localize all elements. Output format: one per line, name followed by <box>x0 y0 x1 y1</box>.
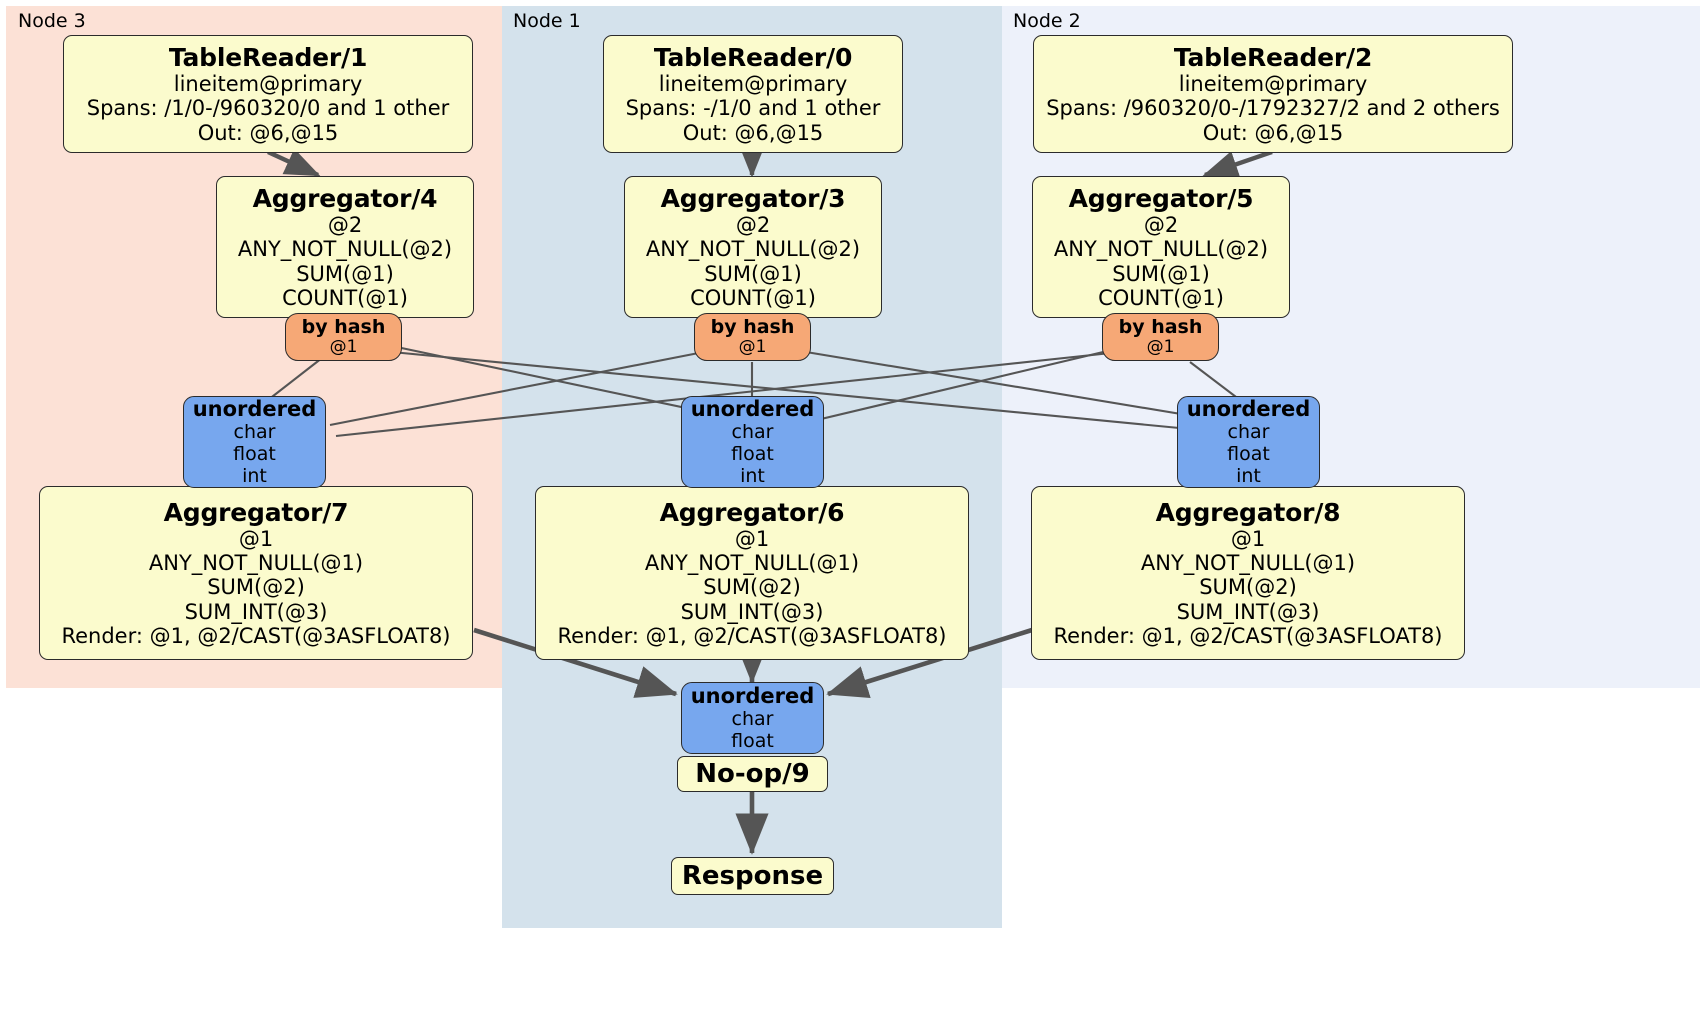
node-line: @1 <box>734 526 770 551</box>
node-title: unordered <box>1186 396 1311 421</box>
node-line: Render: @1, @2/CAST(@3ASFLOAT8) <box>1053 624 1443 649</box>
node-line: lineitem@primary <box>1178 71 1368 96</box>
node-line: float <box>731 443 774 466</box>
node-line: @1 <box>1146 337 1175 358</box>
processor-aggregator-3[interactable]: Aggregator/3 @2 ANY_NOT_NULL(@2) SUM(@1)… <box>624 176 882 318</box>
node-title: Aggregator/8 <box>1155 497 1341 527</box>
processor-table-reader-0[interactable]: TableReader/0 lineitem@primary Spans: -/… <box>603 35 903 153</box>
node-line: @1 <box>1230 526 1266 551</box>
node-line: SUM_INT(@3) <box>680 599 824 624</box>
router-by-hash-3[interactable]: by hash @1 <box>694 313 811 361</box>
stream-unordered-7[interactable]: unordered char float int <box>183 396 326 488</box>
node-line: char <box>731 708 774 731</box>
node-line: Out: @6,@15 <box>1202 120 1344 145</box>
stream-unordered-final[interactable]: unordered char float <box>681 682 824 754</box>
processor-response[interactable]: Response <box>671 857 834 895</box>
node-panel-label-node2: Node 2 <box>1013 10 1081 32</box>
node-title: Aggregator/4 <box>252 183 438 213</box>
node-line: @1 <box>238 526 274 551</box>
router-by-hash-4[interactable]: by hash @1 <box>285 313 402 361</box>
node-line: SUM(@1) <box>296 261 394 286</box>
node-line: ANY_NOT_NULL(@2) <box>237 237 453 262</box>
node-line: @2 <box>735 212 771 237</box>
processor-no-op-9[interactable]: No-op/9 <box>677 756 828 792</box>
processor-aggregator-7[interactable]: Aggregator/7 @1 ANY_NOT_NULL(@1) SUM(@2)… <box>39 486 473 660</box>
node-title: TableReader/2 <box>1173 42 1373 72</box>
node-line: lineitem@primary <box>658 71 848 96</box>
node-line: SUM(@2) <box>703 575 801 600</box>
node-line: Spans: /960320/0-/1792327/2 and 2 others <box>1046 96 1500 121</box>
processor-aggregator-5[interactable]: Aggregator/5 @2 ANY_NOT_NULL(@2) SUM(@1)… <box>1032 176 1290 318</box>
node-title: by hash <box>710 316 795 339</box>
node-line: int <box>242 465 267 488</box>
processor-aggregator-8[interactable]: Aggregator/8 @1 ANY_NOT_NULL(@1) SUM(@2)… <box>1031 486 1465 660</box>
node-line: @1 <box>738 337 767 358</box>
node-line: lineitem@primary <box>173 71 363 96</box>
node-line: int <box>740 465 765 488</box>
node-line: char <box>233 421 276 444</box>
node-line: COUNT(@1) <box>690 285 816 310</box>
node-line: @2 <box>327 212 363 237</box>
node-title: Aggregator/3 <box>660 183 846 213</box>
node-line: Out: @6,@15 <box>682 120 824 145</box>
node-title: Aggregator/6 <box>659 497 845 527</box>
processor-table-reader-1[interactable]: TableReader/1 lineitem@primary Spans: /1… <box>63 35 473 153</box>
stream-unordered-6[interactable]: unordered char float int <box>681 396 824 488</box>
processor-table-reader-2[interactable]: TableReader/2 lineitem@primary Spans: /9… <box>1033 35 1513 153</box>
node-title: unordered <box>690 396 815 421</box>
node-line: COUNT(@1) <box>282 285 408 310</box>
node-line: SUM_INT(@3) <box>184 599 328 624</box>
node-line: float <box>233 443 276 466</box>
node-line: @1 <box>329 337 358 358</box>
node-line: float <box>1227 443 1270 466</box>
node-line: ANY_NOT_NULL(@1) <box>1140 550 1356 575</box>
node-line: ANY_NOT_NULL(@2) <box>645 237 861 262</box>
node-line: Spans: -/1/0 and 1 other <box>625 96 881 121</box>
node-line: SUM(@2) <box>1199 575 1297 600</box>
node-panel-label-node3: Node 3 <box>18 10 86 32</box>
node-line: Render: @1, @2/CAST(@3ASFLOAT8) <box>557 624 947 649</box>
node-title: Aggregator/7 <box>163 497 349 527</box>
node-line: ANY_NOT_NULL(@1) <box>644 550 860 575</box>
processor-aggregator-6[interactable]: Aggregator/6 @1 ANY_NOT_NULL(@1) SUM(@2)… <box>535 486 969 660</box>
node-panel-label-node1: Node 1 <box>513 10 581 32</box>
node-line: SUM(@1) <box>1112 261 1210 286</box>
node-line: @2 <box>1143 212 1179 237</box>
node-title: Response <box>681 860 824 891</box>
node-line: char <box>1227 421 1270 444</box>
node-title: Aggregator/5 <box>1068 183 1254 213</box>
processor-aggregator-4[interactable]: Aggregator/4 @2 ANY_NOT_NULL(@2) SUM(@1)… <box>216 176 474 318</box>
node-line: float <box>731 730 774 753</box>
node-title: TableReader/0 <box>653 42 853 72</box>
node-line: SUM_INT(@3) <box>1176 599 1320 624</box>
node-line: Spans: /1/0-/960320/0 and 1 other <box>86 96 450 121</box>
stream-unordered-8[interactable]: unordered char float int <box>1177 396 1320 488</box>
node-line: ANY_NOT_NULL(@2) <box>1053 237 1269 262</box>
node-title: unordered <box>690 683 815 708</box>
node-line: COUNT(@1) <box>1098 285 1224 310</box>
node-line: int <box>1236 465 1261 488</box>
node-title: by hash <box>1118 316 1203 339</box>
node-line: char <box>731 421 774 444</box>
node-title: TableReader/1 <box>168 42 368 72</box>
node-line: ANY_NOT_NULL(@1) <box>148 550 364 575</box>
router-by-hash-5[interactable]: by hash @1 <box>1102 313 1219 361</box>
node-line: SUM(@1) <box>704 261 802 286</box>
node-title: No-op/9 <box>695 758 810 789</box>
node-title: by hash <box>301 316 386 339</box>
node-title: unordered <box>192 396 317 421</box>
node-line: Out: @6,@15 <box>197 120 339 145</box>
node-line: Render: @1, @2/CAST(@3ASFLOAT8) <box>61 624 451 649</box>
node-line: SUM(@2) <box>207 575 305 600</box>
